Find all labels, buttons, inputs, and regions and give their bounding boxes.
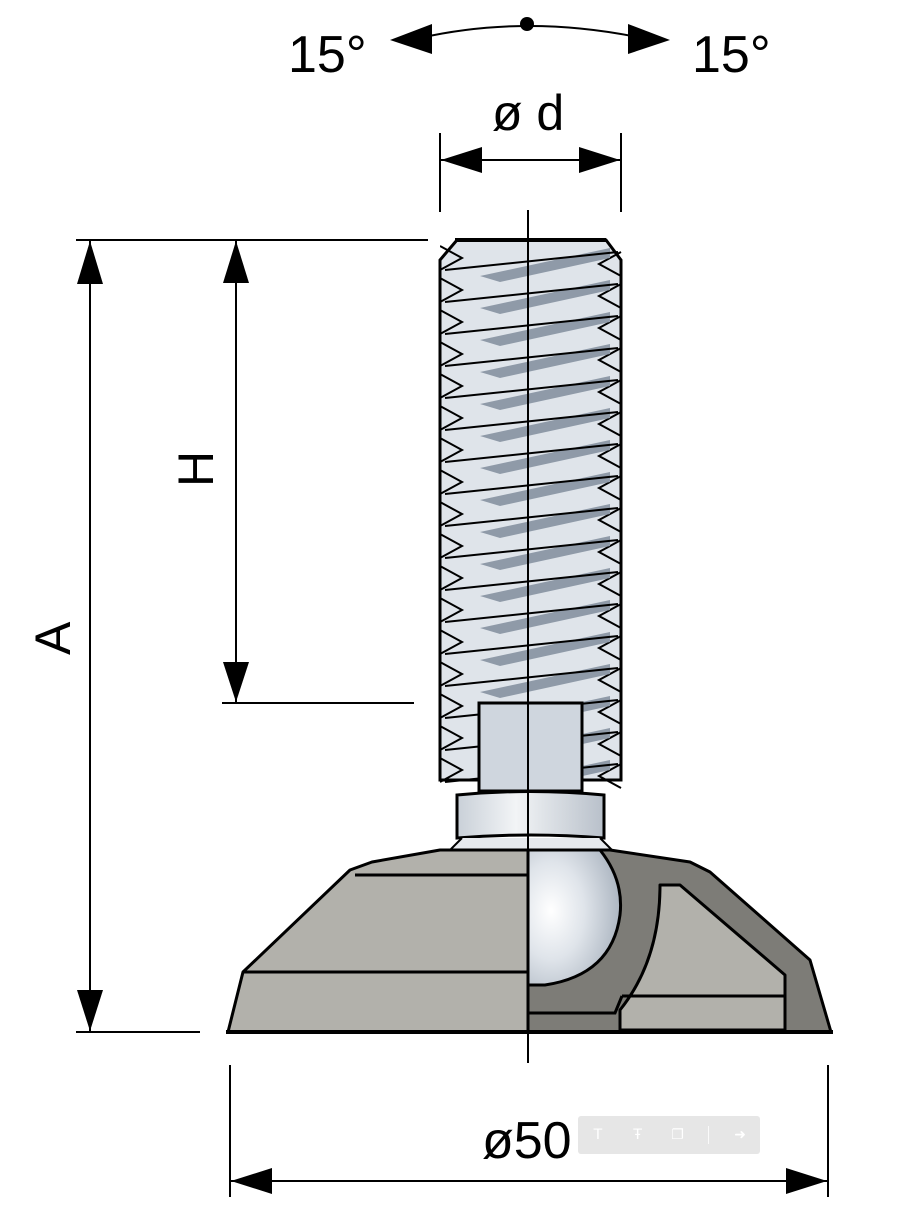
pivot-dot bbox=[520, 17, 534, 31]
thread-diameter-label: ø d bbox=[492, 85, 564, 141]
base-diameter-label: ø50 bbox=[482, 1112, 572, 1170]
base-left-half bbox=[226, 848, 530, 1034]
height-h-label: H bbox=[168, 451, 224, 487]
height-a-label: A bbox=[25, 621, 81, 655]
floating-toolbar: T Ŧ ❐ ➜ bbox=[578, 1116, 760, 1154]
tilt-angle-indicator: 15° 15° bbox=[288, 17, 771, 84]
base-diameter-dimension: ø50 bbox=[229, 1065, 829, 1197]
threaded-stem bbox=[438, 238, 623, 794]
copy-icon[interactable]: ❐ bbox=[671, 1127, 684, 1143]
angle-right-label: 15° bbox=[692, 26, 771, 84]
toolbar-divider bbox=[708, 1126, 710, 1144]
thread-diameter-dimension: ø d bbox=[439, 85, 622, 212]
height-a-dimension: A bbox=[25, 239, 428, 1033]
collar bbox=[447, 790, 615, 851]
hex-nut bbox=[477, 701, 584, 793]
ball-joint bbox=[526, 848, 623, 987]
strikethrough-icon[interactable]: Ŧ bbox=[633, 1127, 642, 1143]
share-icon[interactable]: ➜ bbox=[734, 1127, 746, 1143]
angle-left-label: 15° bbox=[288, 26, 367, 84]
text-icon[interactable]: T bbox=[593, 1127, 603, 1143]
height-h-dimension: H bbox=[168, 240, 414, 704]
